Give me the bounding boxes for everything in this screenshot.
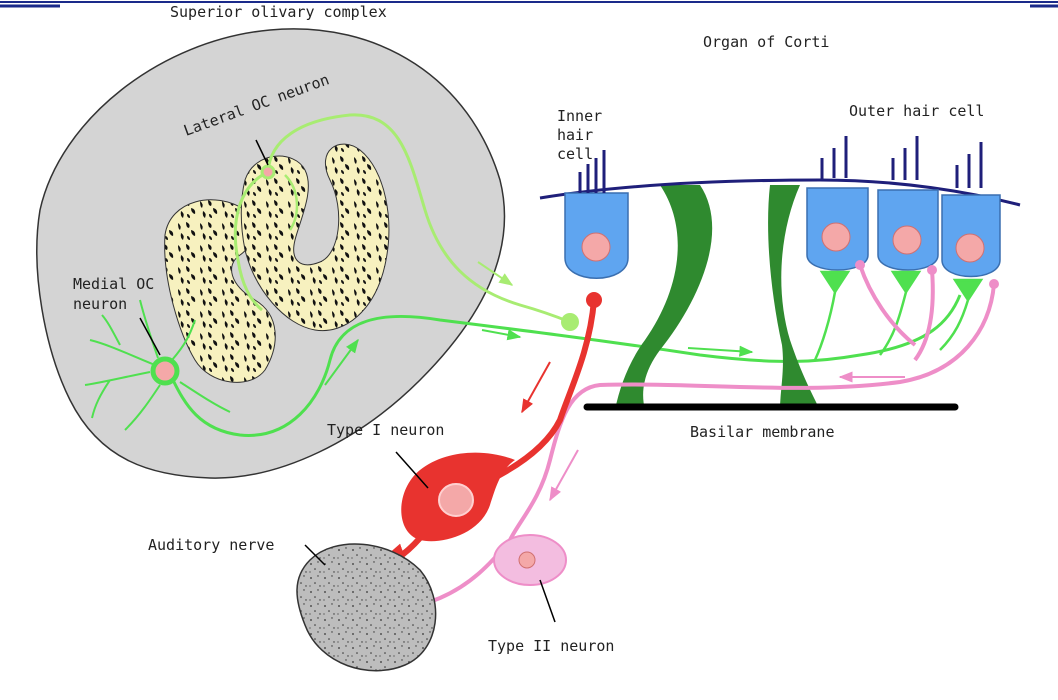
reticular-lamina: [539, 178, 1021, 207]
inner-hair-cell-label-line3: cell: [557, 145, 593, 163]
type-ii-terminal-2: [927, 265, 937, 275]
type-i-neuron-nucleus: [438, 483, 474, 517]
outer-hair-cell-label: Outer hair cell: [849, 102, 984, 120]
outer-hair-cell-1: [806, 136, 869, 271]
type-ii-arrow-2: [549, 449, 579, 502]
type-ii-neuron-label: Type II neuron: [488, 637, 614, 655]
medial-oc-dendrites: [84, 299, 231, 431]
inner-pillar: [615, 185, 713, 410]
lateral-oc-dendrite: [284, 174, 299, 231]
type-ii-terminal-3: [989, 279, 999, 289]
auditory-nerve-leader: [304, 544, 326, 566]
auditory-nerve-label: Auditory nerve: [148, 536, 274, 554]
lateral-oc-axon: [266, 113, 571, 324]
medial-arrow-1: [324, 338, 359, 386]
type-ii-terminal-1: [855, 260, 865, 270]
lateral-oc-neuron-soma: [260, 164, 276, 180]
superior-olivary-complex-label: Superior olivary complex: [170, 3, 387, 21]
type-i-terminal: [586, 292, 602, 308]
type-i-neuron-label: Type I neuron: [327, 421, 444, 439]
lateral-oc-leader: [255, 139, 269, 166]
organ-of-corti-label: Organ of Corti: [703, 33, 829, 51]
medial-oc-neuron-label-line2: neuron: [73, 295, 127, 313]
lateral-oc-terminal: [561, 313, 579, 331]
medial-arrow-3: [687, 345, 754, 357]
inner-hair-cell-label-line2: hair: [557, 126, 593, 144]
type-i-arrow: [521, 361, 551, 414]
inner-hair-cell: [564, 150, 629, 279]
type-i-leader: [395, 451, 429, 489]
medial-oc-axon: [170, 294, 962, 437]
lateral-arrow: [477, 261, 514, 286]
type-i-fiber: [488, 299, 597, 483]
outer-pillar: [768, 185, 820, 410]
medial-oc-leader: [139, 317, 161, 356]
lateral-oc-fiber: [233, 170, 269, 312]
type-ii-neuron-nucleus: [518, 551, 536, 569]
type-ii-leader: [539, 579, 556, 623]
medial-arrow-2: [481, 329, 522, 341]
outer-hair-cell-3: [941, 142, 1001, 278]
mso-nucleus: [240, 143, 390, 332]
medial-oc-neuron-label-line1: Medial OC: [73, 275, 154, 293]
medial-oc-neuron-soma: [150, 356, 180, 386]
basilar-membrane-label: Basilar membrane: [690, 423, 835, 441]
outer-hair-cell-2: [877, 136, 939, 271]
inner-hair-cell-label-line1: Inner: [557, 107, 602, 125]
auditory-nerve: [296, 543, 437, 672]
